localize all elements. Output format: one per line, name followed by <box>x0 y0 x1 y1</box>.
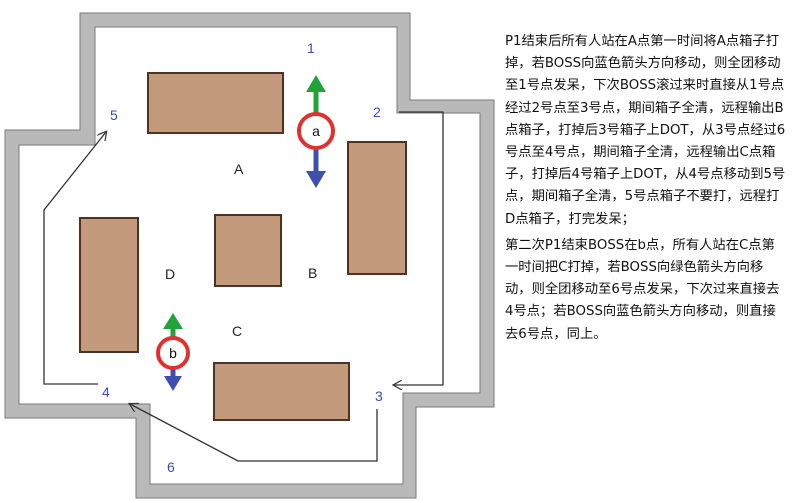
path-4-to-5 <box>43 132 106 385</box>
path-3-to-4 <box>130 404 378 462</box>
path-2-to-3 <box>394 111 444 385</box>
area-b-label: B <box>308 265 317 281</box>
area-d-label: D <box>165 266 175 282</box>
area-c-label: C <box>232 323 242 339</box>
marker-a-label: a <box>312 123 320 139</box>
point-3-label: 3 <box>375 388 383 404</box>
point-1-label: 1 <box>307 40 315 56</box>
marker-b-label: b <box>169 345 177 361</box>
boss-marker-a: a <box>297 75 335 188</box>
box-bottom <box>213 362 350 421</box>
point-2-label: 2 <box>373 104 381 120</box>
point-6-label: 6 <box>167 459 175 475</box>
area-a-label: A <box>234 161 244 177</box>
notes-paragraph-2: 第二次P1结束BOSS在b点，所有人站在C点第一时间把C打掉，若BOSS向绿色箭… <box>505 237 780 342</box>
boss-marker-b: b <box>156 313 190 391</box>
box-top <box>147 72 284 134</box>
point-5-label: 5 <box>110 107 118 123</box>
strategy-notes: P1结束后所有人站在A点第一时间将A点箱子打掉，若BOSS向蓝色箭头方向移动，则… <box>505 31 787 346</box>
arena-map: a b 1 2 3 4 5 6 A B C D <box>4 12 495 499</box>
box-right <box>347 141 407 275</box>
point-4-label: 4 <box>102 384 110 400</box>
notes-paragraph-1: P1结束后所有人站在A点第一时间将A点箱子打掉，若BOSS向蓝色箭头方向移动，则… <box>505 34 786 227</box>
box-center <box>214 214 282 287</box>
arena-wall <box>4 12 495 499</box>
box-left <box>79 217 139 353</box>
